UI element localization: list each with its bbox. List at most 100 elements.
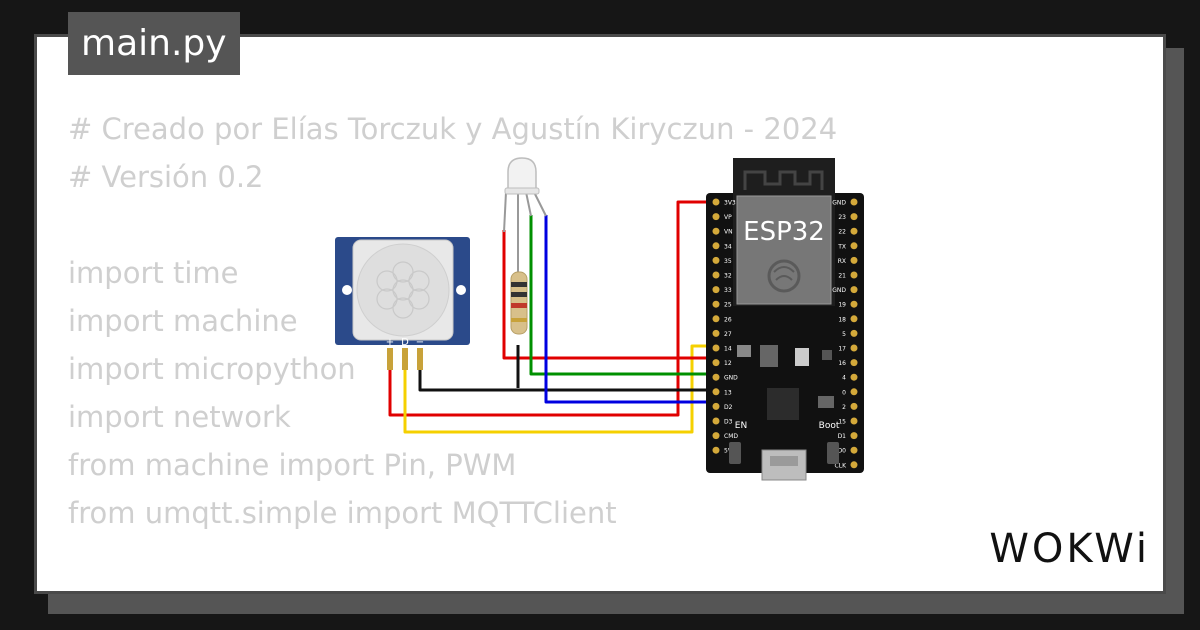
usb-port: [761, 449, 807, 481]
wire-led-blue: [544, 215, 716, 404]
pin-label: CLK: [835, 462, 848, 469]
pin-label: 35: [724, 258, 732, 265]
pin-label: RX: [838, 258, 846, 265]
pin-pad[interactable]: [850, 286, 858, 294]
pin-label: VN: [724, 229, 733, 236]
pin-pad[interactable]: [850, 432, 858, 440]
pin-label: 16: [838, 360, 846, 367]
pin-label: 22: [838, 229, 846, 236]
pir-pin-label-data: D: [401, 337, 409, 348]
pin-label: 12: [724, 360, 732, 367]
code-line: import time: [68, 256, 239, 290]
pin-pad[interactable]: [712, 213, 720, 221]
pin-pad[interactable]: [850, 446, 858, 454]
pin-pad[interactable]: [850, 402, 858, 410]
pin-label: D1: [838, 433, 847, 440]
esp32-board[interactable]: ESP32 3V3VPVN343532332526271412GND13D2D3…: [706, 158, 864, 481]
code-line: import network: [68, 400, 291, 434]
boot-button[interactable]: [827, 442, 839, 464]
code-line: from machine import Pin, PWM: [68, 448, 517, 482]
pin-pad[interactable]: [712, 256, 720, 264]
code-line: import micropython: [68, 352, 356, 386]
pin-pad[interactable]: [712, 359, 720, 367]
boot-label: Boot: [819, 421, 840, 431]
pin-pad[interactable]: [712, 300, 720, 308]
pin-label: VP: [724, 214, 732, 221]
pin-label: 18: [838, 316, 846, 323]
wire-led-green: [529, 215, 716, 376]
pin-pad[interactable]: [712, 417, 720, 425]
pin-pad[interactable]: [850, 256, 858, 264]
esp32-label: ESP32: [743, 217, 825, 247]
pin-label: 23: [838, 214, 846, 221]
pin-pad[interactable]: [712, 388, 720, 396]
pin-pad[interactable]: [712, 286, 720, 294]
pin-pad[interactable]: [712, 242, 720, 250]
wire-pir-ground: [418, 368, 716, 392]
pin-label: CMD: [724, 433, 738, 440]
resistor[interactable]: [510, 271, 528, 335]
code-editor[interactable]: # Creado por Elías Torczuk y Agustín Kir…: [68, 105, 838, 591]
code-line: import machine: [68, 304, 298, 338]
en-label: EN: [735, 421, 747, 431]
pin-label: 13: [724, 389, 732, 396]
pin-pad[interactable]: [712, 373, 720, 381]
wire-pir-signal: [403, 344, 716, 434]
pin-pad[interactable]: [850, 388, 858, 396]
pin-pad[interactable]: [712, 315, 720, 323]
pin-pad[interactable]: [850, 315, 858, 323]
pin-label: 19: [838, 302, 846, 309]
pin-pad[interactable]: [850, 461, 858, 469]
pin-pad[interactable]: [850, 242, 858, 250]
pin-label: 5V: [724, 448, 733, 455]
file-tab-main-py[interactable]: main.py: [68, 12, 240, 75]
pin-pad[interactable]: [850, 344, 858, 352]
pin-pad[interactable]: [712, 271, 720, 279]
pin-pad[interactable]: [850, 198, 858, 206]
pin-pad[interactable]: [712, 198, 720, 206]
pin-label: TX: [837, 243, 846, 250]
pin-pad[interactable]: [712, 446, 720, 454]
pir-sensor[interactable]: + D −: [335, 237, 470, 370]
pin-pad[interactable]: [850, 329, 858, 337]
editor-card: # Creado por Elías Torczuk y Agustín Kir…: [34, 34, 1166, 594]
pin-pad[interactable]: [850, 213, 858, 221]
pin-pad[interactable]: [850, 300, 858, 308]
wire-led-red: [502, 230, 716, 360]
rgb-led[interactable]: [503, 157, 547, 272]
pin-pad[interactable]: [712, 344, 720, 352]
pin-pad[interactable]: [850, 271, 858, 279]
pin-label: 4: [842, 375, 846, 382]
pin-label: 27: [724, 331, 732, 338]
code-line: from umqtt.simple import MQTTClient: [68, 496, 617, 530]
pin-pad[interactable]: [850, 373, 858, 381]
pir-pin-label-vcc: +: [386, 337, 394, 348]
espressif-logo-icon: [767, 259, 801, 293]
pin-label: 21: [838, 273, 846, 280]
pin-pad[interactable]: [850, 227, 858, 235]
pin-label: 25: [724, 302, 732, 309]
pin-pad[interactable]: [850, 359, 858, 367]
pin-label: 2: [842, 404, 846, 411]
pin-label: D3: [724, 419, 733, 426]
pin-label: 17: [838, 346, 846, 353]
pin-label: 15: [838, 419, 846, 426]
pin-label: 33: [724, 287, 732, 294]
pin-label: 14: [724, 346, 732, 353]
pin-label: 3V3: [724, 200, 736, 207]
pin-label: GND: [724, 375, 738, 382]
pin-label: D2: [724, 404, 733, 411]
pin-label: GND: [832, 200, 846, 207]
pin-pad[interactable]: [712, 227, 720, 235]
pir-pin-label-gnd: −: [416, 337, 424, 348]
pin-pad[interactable]: [712, 329, 720, 337]
pin-pad[interactable]: [712, 402, 720, 410]
code-line: # Creado por Elías Torczuk y Agustín Kir…: [68, 112, 838, 146]
code-line: # Versión 0.2: [68, 160, 264, 194]
en-button[interactable]: [729, 442, 741, 464]
pin-label: 26: [724, 316, 732, 323]
pin-pad[interactable]: [712, 432, 720, 440]
pin-pad[interactable]: [850, 417, 858, 425]
